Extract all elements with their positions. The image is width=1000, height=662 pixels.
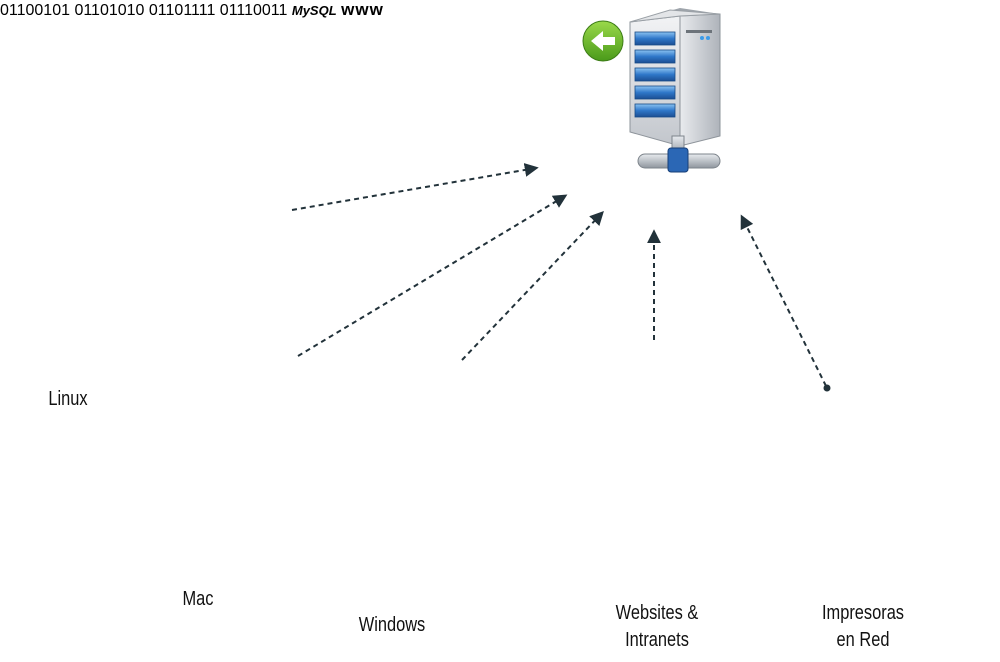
websites-node: www	[341, 0, 384, 19]
server-icon	[629, 7, 721, 147]
websites-label: Websites & Intranets	[596, 600, 719, 654]
windows-label: Windows	[358, 614, 426, 636]
globe-icon: www	[341, 0, 384, 19]
binary-line-2: 01101111 01110011	[148, 2, 288, 19]
linux-label: Linux	[48, 388, 88, 410]
www-banner-text: www	[341, 0, 384, 19]
printers-label-line-2: en Red	[836, 629, 890, 651]
link-windows	[461, 210, 604, 361]
link-mac	[297, 194, 568, 357]
central-server	[629, 7, 721, 173]
mysql-label: MySQL	[291, 3, 337, 18]
printers-label: Impresoras en Red	[802, 600, 925, 654]
mac-label: Mac	[182, 588, 214, 610]
link-printers	[740, 214, 827, 387]
websites-label-line-1: Websites &	[615, 602, 699, 624]
binary-data: 01100101 01101010 01101111 01110011	[0, 2, 292, 19]
websites-label-line-2: Intranets	[625, 629, 689, 651]
left-arrow-icon	[582, 20, 624, 62]
connection-lines	[291, 163, 831, 392]
printers-label-line-1: Impresoras	[821, 602, 905, 624]
binary-line-1: 01100101 01101010	[0, 2, 145, 19]
mysql-database-icon: MySQL	[292, 2, 341, 19]
network-connector-icon	[637, 135, 721, 173]
link-linux	[291, 163, 539, 211]
